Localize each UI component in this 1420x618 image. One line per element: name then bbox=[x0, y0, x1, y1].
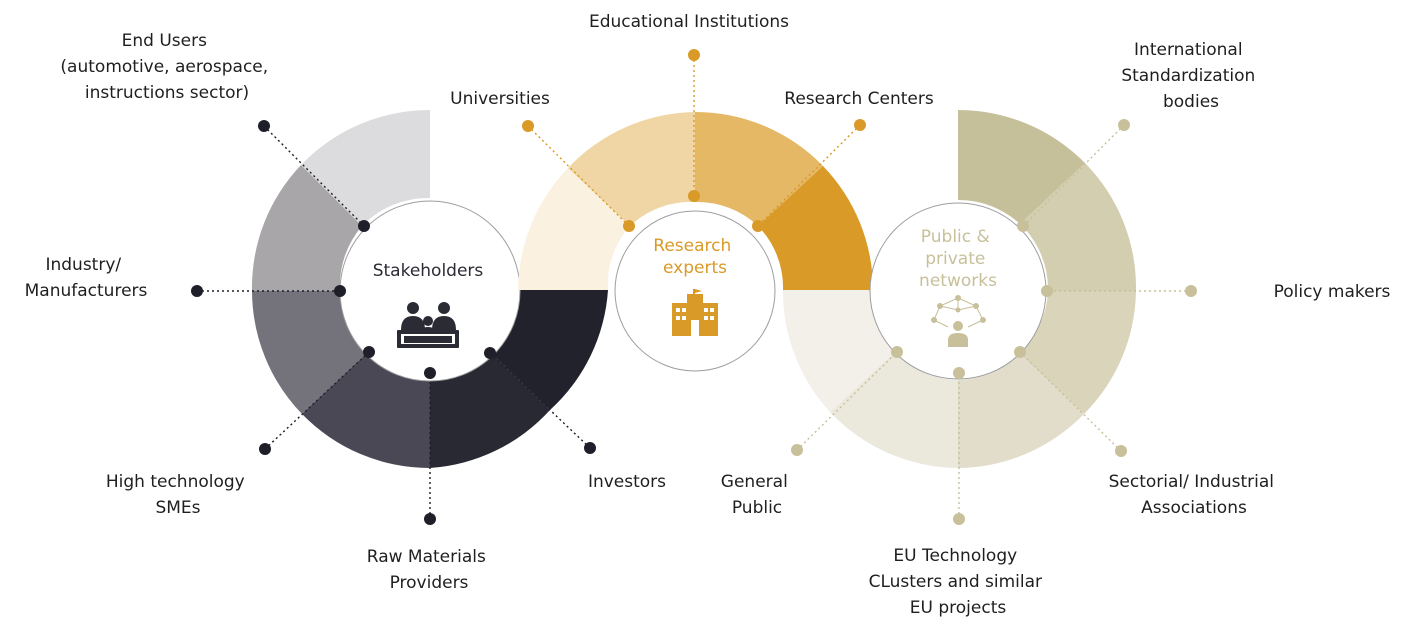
school-building-icon bbox=[672, 289, 718, 336]
ring-segment-high-tech bbox=[302, 352, 430, 469]
leader-general-public bbox=[796, 351, 898, 451]
dot-raw-materials-outer bbox=[424, 513, 436, 525]
ring-segment-lower-left bbox=[782, 290, 895, 412]
dot-industry-inner bbox=[334, 285, 346, 297]
ring-segment-industry-upper bbox=[251, 165, 362, 291]
label-investors: Investors bbox=[588, 472, 666, 492]
leader-universities bbox=[527, 125, 630, 227]
dot-end-users-outer bbox=[258, 120, 270, 132]
stakeholders-title: Stakeholders bbox=[373, 261, 484, 281]
dot-investors-outer bbox=[584, 442, 596, 454]
label-end-users: End Users (automotive, aerospace, instru… bbox=[60, 31, 273, 103]
dot-research-centers-inner bbox=[752, 220, 764, 232]
dot-universities-outer bbox=[522, 120, 534, 132]
leader-research-centers bbox=[757, 124, 861, 227]
dot-high-tech-inner bbox=[363, 346, 375, 358]
leader-high-tech bbox=[264, 351, 370, 450]
dot-sectorial-outer bbox=[1115, 445, 1127, 457]
label-raw-materials: Raw Materials Providers bbox=[367, 547, 492, 593]
dot-educational-outer bbox=[688, 49, 700, 61]
leader-sectorial bbox=[1019, 351, 1122, 452]
ring-segment-eu-clusters bbox=[958, 353, 1084, 468]
dot-investors-inner bbox=[484, 347, 496, 359]
label-universities: Universities bbox=[450, 89, 550, 109]
label-international: International Standardization bodies bbox=[1121, 40, 1260, 112]
ring-segment-general-public bbox=[830, 352, 958, 468]
ring-segment-educational bbox=[695, 111, 823, 226]
label-policy: Policy makers bbox=[1274, 282, 1391, 302]
network-person-icon bbox=[931, 295, 986, 347]
dot-sectorial-inner bbox=[1014, 346, 1026, 358]
dot-educational-inner bbox=[688, 190, 700, 202]
label-high-tech: High technology SMEs bbox=[106, 472, 250, 518]
label-research-centers: Research Centers bbox=[784, 89, 934, 109]
stakeholders-ring bbox=[251, 109, 608, 469]
dot-end-users-inner bbox=[358, 220, 370, 232]
dot-eu-clusters-inner bbox=[953, 367, 965, 379]
label-sectorial: Sectorial/ Industrial Associations bbox=[1109, 472, 1280, 518]
dot-high-tech-outer bbox=[259, 443, 271, 455]
dot-industry-outer bbox=[191, 285, 203, 297]
ring-segment-left-base bbox=[518, 168, 630, 290]
label-general-public: General Public bbox=[721, 472, 793, 518]
label-industry: Industry/ Manufacturers bbox=[25, 255, 148, 301]
people-meeting-icon bbox=[397, 302, 459, 348]
dot-general-public-outer bbox=[791, 444, 803, 456]
ring-segment-international bbox=[958, 109, 1085, 224]
networks-ring bbox=[782, 109, 1137, 468]
ring-segment-sectorial bbox=[1019, 291, 1136, 414]
ring-segment-end-users bbox=[301, 109, 430, 226]
leader-end-users bbox=[263, 125, 365, 227]
dot-research-centers-outer bbox=[854, 119, 866, 131]
dot-universities-inner bbox=[623, 220, 635, 232]
ring-segment-investors bbox=[490, 290, 608, 410]
research-title: Research experts bbox=[653, 236, 736, 278]
ring-segment-research-centers bbox=[758, 166, 874, 290]
dot-raw-materials-inner bbox=[424, 367, 436, 379]
dot-eu-clusters-outer bbox=[953, 513, 965, 525]
label-eu-clusters: EU Technology CLusters and similar EU pr… bbox=[869, 546, 1048, 618]
ring-segment-policy bbox=[1020, 163, 1137, 291]
dot-general-public-inner bbox=[891, 346, 903, 358]
ring-segment-industry-lower bbox=[252, 291, 368, 414]
dot-international-inner bbox=[1017, 220, 1029, 232]
leader-international bbox=[1022, 124, 1125, 227]
networks-title: Public & private networks bbox=[919, 227, 997, 291]
dot-policy-inner bbox=[1041, 285, 1053, 297]
dot-international-outer bbox=[1118, 119, 1130, 131]
dot-policy-outer bbox=[1185, 285, 1197, 297]
label-educational: Educational Institutions bbox=[589, 12, 789, 32]
